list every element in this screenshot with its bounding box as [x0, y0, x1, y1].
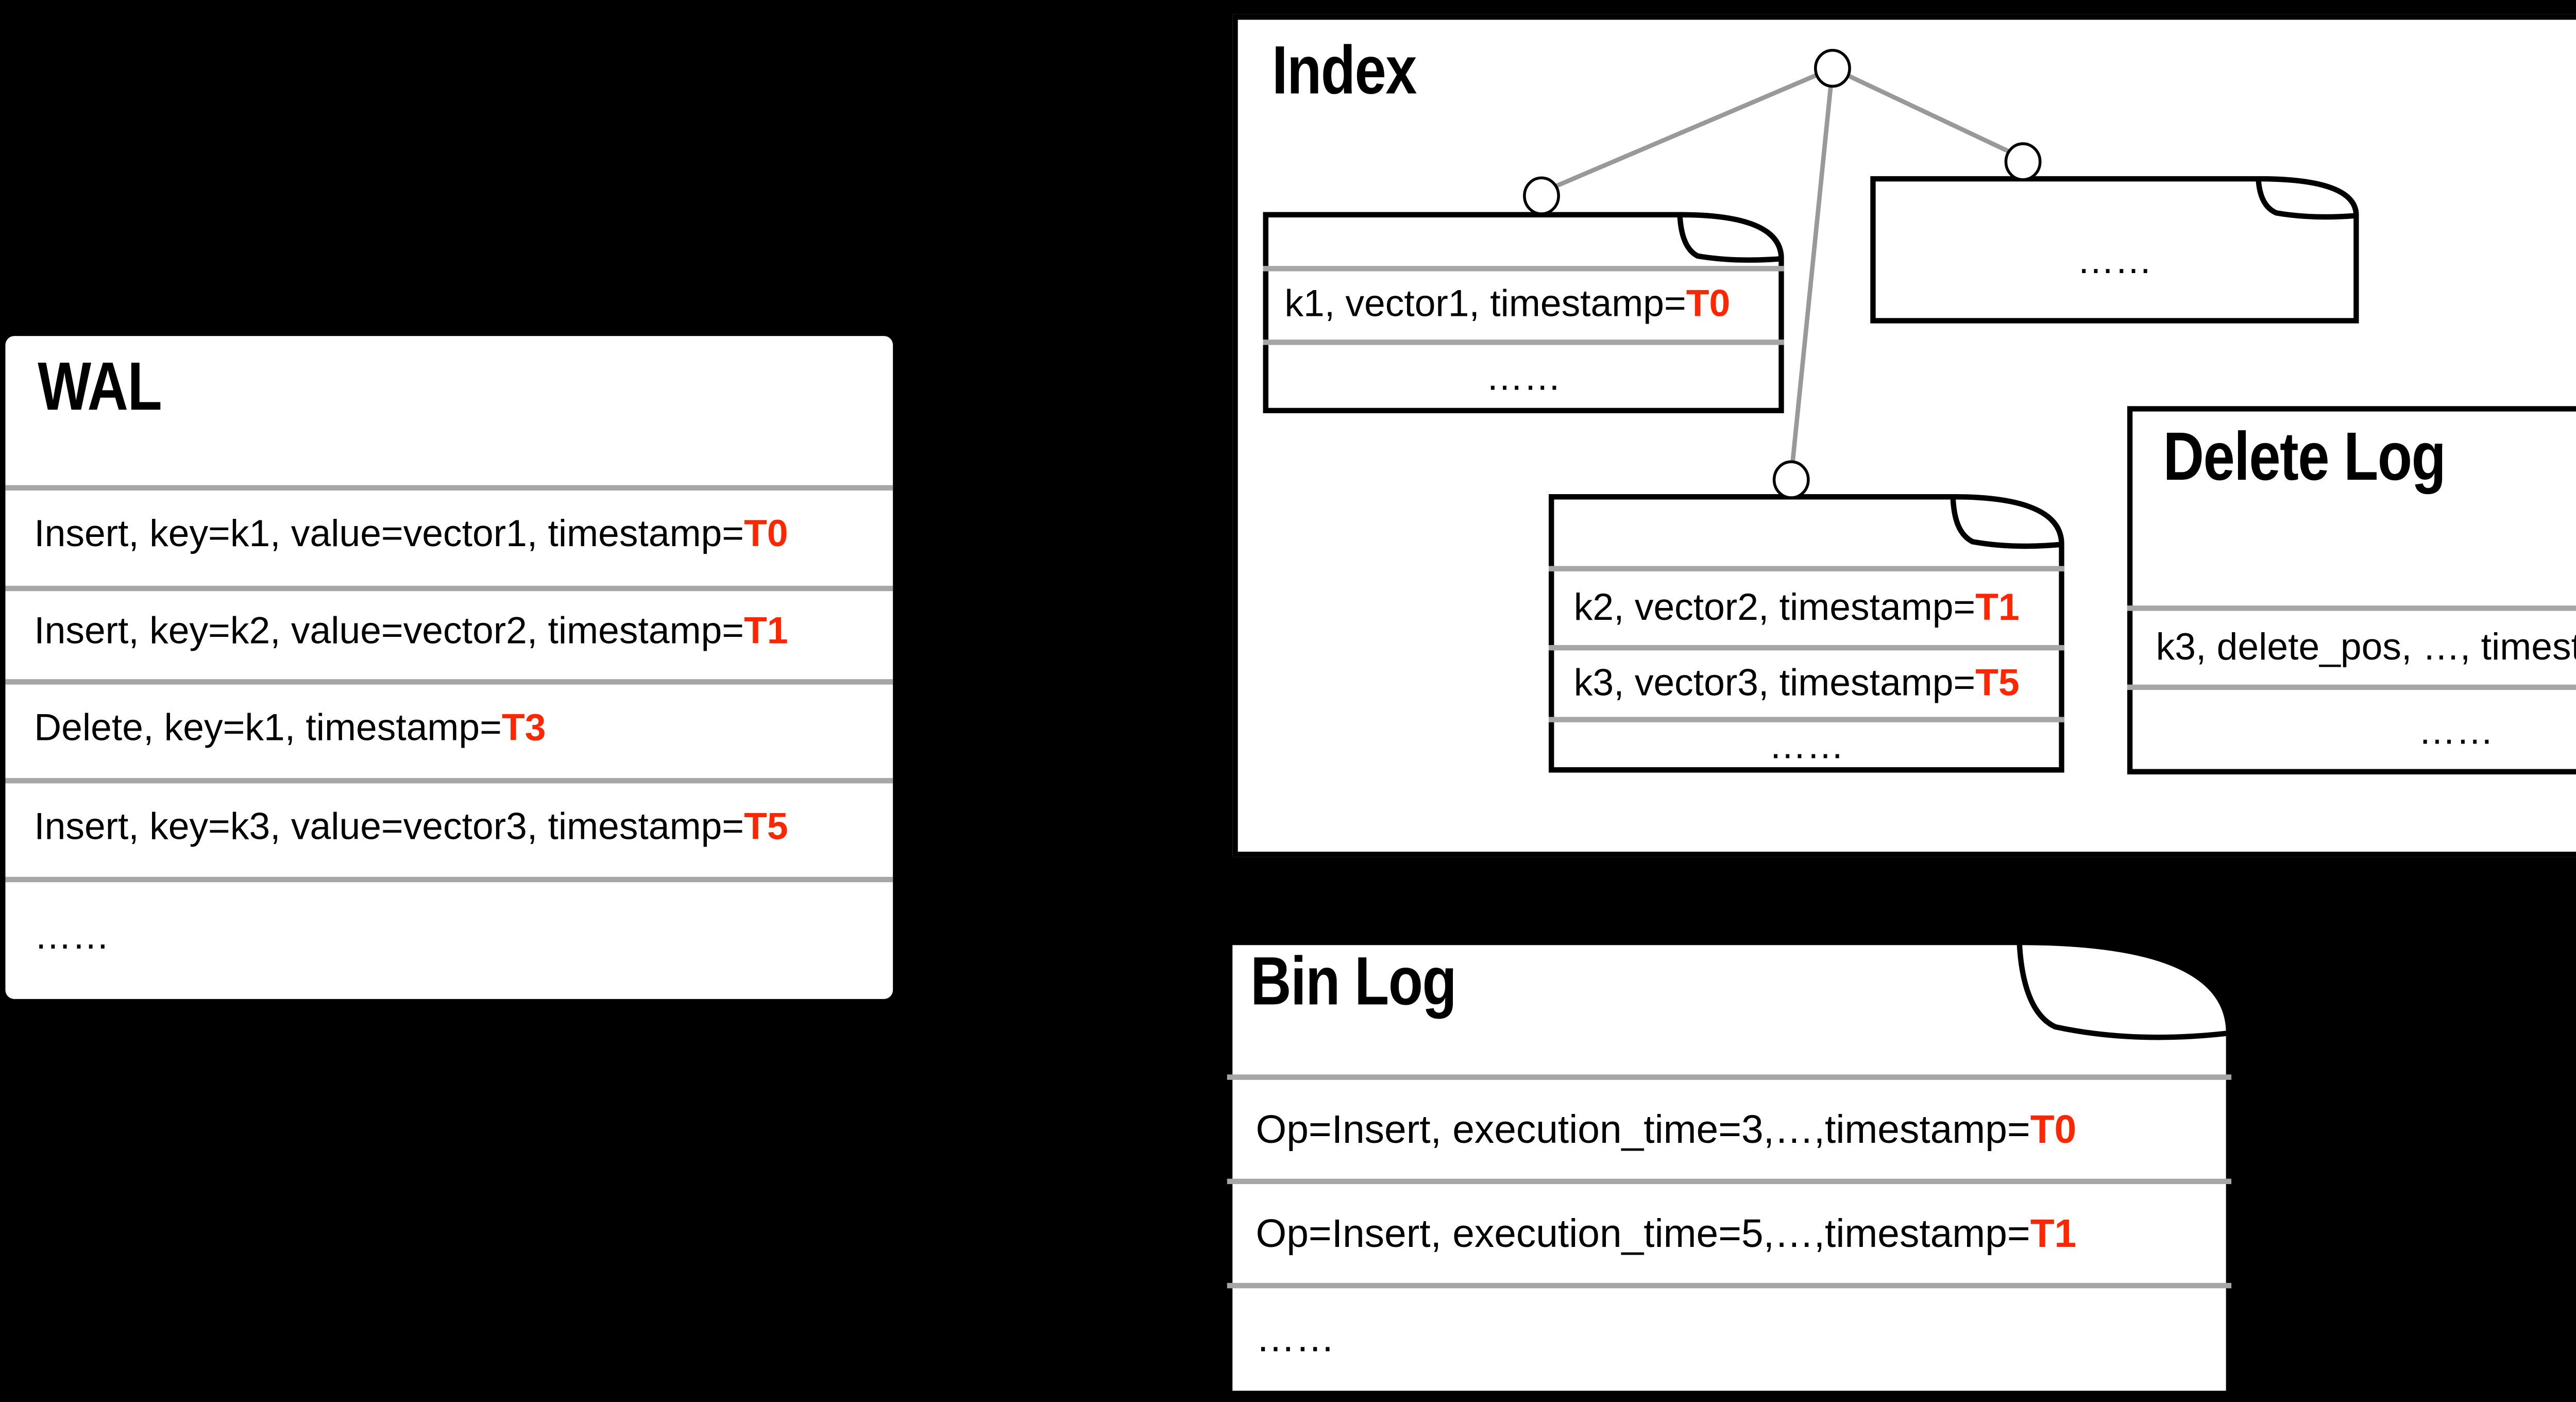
wal-row-text: Insert, key=k2, value=vector2, timestamp… [34, 611, 744, 652]
delete-log-row: …… [2127, 690, 2576, 774]
tree-node-icon [1814, 48, 1851, 88]
divider [5, 679, 893, 685]
segment-row-text: k1, vector1, timestamp= [1284, 283, 1686, 326]
index-title: Index [1272, 34, 1417, 110]
timestamp-value: T0 [744, 514, 788, 555]
timestamp-value: T1 [2030, 1210, 2077, 1255]
delete-log-title: Delete Log [2163, 420, 2446, 496]
index-segment-2: …… [1870, 176, 2359, 324]
divider [1548, 717, 2064, 722]
segment-row: k1, vector1, timestamp=T0 [1263, 272, 1784, 340]
index-segment-3: k2, vector2, timestamp=T1 k3, vector3, t… [1548, 494, 2064, 773]
divider [1263, 340, 1784, 345]
wal-row: Insert, key=k3, value=vector3, timestamp… [5, 783, 893, 871]
folded-corner-icon [1677, 214, 1782, 263]
delete-log-box: Delete Log k3, delete_pos, …, timestamp=… [2127, 406, 2576, 774]
folded-corner-icon [1950, 496, 2062, 549]
document-page-icon [1263, 212, 1784, 414]
wal-row: …… [5, 882, 893, 993]
tree-edge [1789, 68, 1835, 477]
timestamp-value: T1 [1975, 586, 2020, 628]
divider [1227, 1178, 2232, 1185]
document-page-icon [1870, 176, 2359, 324]
document-page-icon [2127, 406, 2576, 774]
wal-row-text: Insert, key=k1, value=vector1, timestamp… [34, 514, 744, 555]
segment-row: …… [1263, 345, 1784, 414]
index-segment-1: k1, vector1, timestamp=T0 …… [1263, 212, 1784, 414]
divider [1548, 645, 2064, 651]
bin-log-box: Bin Log Op=Insert, execution_time=3,…,ti… [1227, 939, 2232, 1396]
tree-node-icon [1772, 460, 1810, 499]
timestamp-value: T1 [744, 611, 788, 652]
index-panel: Index k1, vector1, timestamp=T0 …… [1232, 14, 2576, 857]
wal-box: WAL Insert, key=k1, value=vector1, times… [5, 336, 893, 999]
wal-title: WAL [38, 350, 162, 426]
segment-row-text: …… [2077, 241, 2153, 282]
wal-row: Insert, key=k1, value=vector1, timestamp… [5, 491, 893, 580]
timestamp-value: T5 [744, 806, 788, 848]
bin-log-row-text: …… [1256, 1314, 1335, 1360]
wal-row: Delete, key=k1, timestamp=T3 [5, 685, 893, 773]
timestamp-value: T0 [2030, 1106, 2077, 1151]
timestamp-value: T0 [1686, 283, 1731, 326]
tree-node-icon [1523, 176, 1560, 215]
segment-row: k2, vector2, timestamp=T1 [1549, 571, 2064, 645]
divider [1227, 1074, 2232, 1080]
folded-corner-icon [2016, 942, 2229, 1040]
wal-row: Insert, key=k2, value=vector2, timestamp… [5, 591, 893, 673]
segment-row: k3, vector3, timestamp=T5 [1549, 650, 2064, 717]
timestamp-value: T3 [501, 707, 546, 749]
segment-row: …… [1870, 201, 2359, 324]
bin-log-row-text: Op=Insert, execution_time=5,…,timestamp= [1256, 1210, 2030, 1255]
bin-log-row: Op=Insert, execution_time=5,…,timestamp=… [1227, 1184, 2231, 1283]
segment-row-text: …… [1485, 357, 1562, 399]
tree-node-icon [2004, 142, 2042, 181]
document-page-icon [1227, 939, 2232, 1396]
tree-edge [1540, 66, 1834, 195]
bin-log-row: …… [1227, 1288, 2231, 1387]
divider [5, 485, 893, 491]
segment-row-text: k3, vector3, timestamp= [1573, 662, 1976, 704]
wal-row-text: …… [34, 916, 110, 958]
delete-log-row-text: k3, delete_pos, …, timestamp= [2156, 626, 2576, 668]
delete-log-row: k3, delete_pos, …, timestamp=T3 [2127, 611, 2576, 685]
segment-row-text: …… [1769, 725, 1844, 768]
wal-row-text: Delete, key=k1, timestamp= [34, 707, 502, 749]
divider [2127, 684, 2576, 690]
divider [5, 778, 893, 784]
delete-log-row-text: …… [2418, 711, 2494, 752]
tree-edge [1832, 66, 2024, 160]
bin-log-row: Op=Insert, execution_time=3,…,timestamp=… [1227, 1080, 2231, 1179]
divider [5, 585, 893, 592]
bin-log-row-text: Op=Insert, execution_time=3,…,timestamp= [1256, 1106, 2030, 1151]
segment-row-text: k2, vector2, timestamp= [1573, 586, 1976, 628]
divider [1548, 566, 2064, 571]
divider [2127, 605, 2576, 611]
timestamp-value: T5 [1975, 662, 2020, 704]
divider [5, 876, 893, 883]
divider [1263, 266, 1784, 272]
bin-log-title: Bin Log [1250, 945, 1457, 1021]
divider [1227, 1282, 2232, 1289]
folded-corner-icon [2256, 178, 2357, 220]
segment-row: …… [1549, 722, 2064, 773]
document-page-icon [1548, 494, 2064, 773]
wal-row-text: Insert, key=k3, value=vector3, timestamp… [34, 806, 744, 848]
